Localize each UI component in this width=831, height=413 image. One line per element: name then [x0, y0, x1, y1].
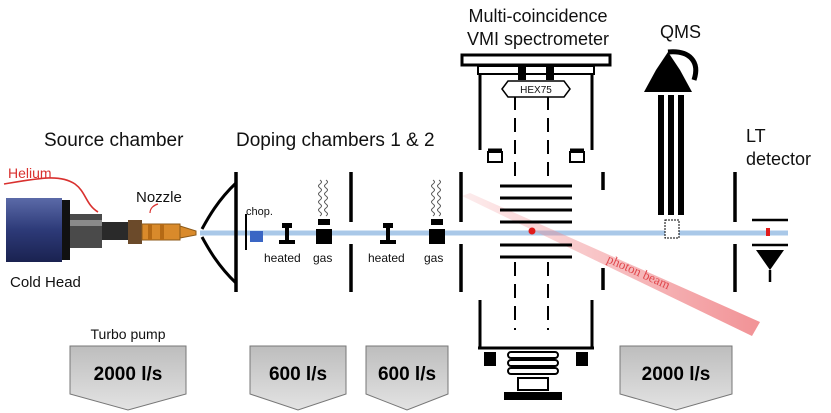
- lt-detector: [752, 218, 788, 282]
- pump-source-label: 2000 l/s: [94, 364, 163, 385]
- pump-detector: 2000 l/s: [619, 345, 733, 411]
- qms: [644, 49, 699, 239]
- chopper-block: [250, 231, 263, 242]
- gas-label-2: gas: [424, 251, 443, 265]
- photon-beam: [462, 193, 760, 336]
- vmi-label-line1: Multi-coincidence: [468, 6, 607, 26]
- lt-label-line2: detector: [746, 149, 811, 169]
- helium-line: [3, 177, 99, 213]
- nozzle: [128, 220, 197, 244]
- gas-cell-1: [316, 179, 332, 244]
- gas-cell-2: [429, 179, 445, 244]
- cold-head-label: Cold Head: [10, 274, 81, 291]
- photon-beam-label: photon beam: [605, 251, 673, 292]
- skimmer: [200, 181, 238, 230]
- qms-label: QMS: [660, 22, 701, 42]
- vmi-spectrometer: [460, 53, 612, 400]
- turbo-pump-label: Turbo pump: [91, 326, 166, 342]
- pump-source: 2000 l/s: [69, 345, 187, 411]
- cold-head: [6, 198, 128, 262]
- pump-detector-label: 2000 l/s: [642, 364, 711, 385]
- pump-doping-2: 600 l/s: [365, 345, 449, 411]
- heated-cell-1: [279, 223, 295, 244]
- pump-doping-2-label: 600 l/s: [378, 364, 436, 385]
- vmi-label-line2: VMI spectrometer: [467, 29, 609, 49]
- nozzle-label: Nozzle: [136, 189, 182, 206]
- lt-label-line1: LT: [746, 126, 766, 146]
- source-chamber-label: Source chamber: [44, 130, 184, 151]
- nozzle-pointer: [149, 203, 159, 214]
- chopper-label: chop.: [246, 206, 273, 218]
- skimmer-lower: [200, 236, 238, 285]
- interaction-point: [528, 227, 536, 235]
- pump-doping-1-label: 600 l/s: [269, 364, 327, 385]
- hex75-label: HEX75: [520, 85, 552, 96]
- heated-label-2: heated: [368, 251, 405, 265]
- pump-doping-1: 600 l/s: [249, 345, 347, 411]
- heated-cell-2: [380, 223, 396, 244]
- gas-label-1: gas: [313, 251, 332, 265]
- helium-label: Helium: [8, 165, 52, 181]
- hex75-badge: [501, 80, 571, 98]
- doping-chambers-label: Doping chambers 1 & 2: [236, 130, 435, 151]
- heated-label-1: heated: [264, 251, 301, 265]
